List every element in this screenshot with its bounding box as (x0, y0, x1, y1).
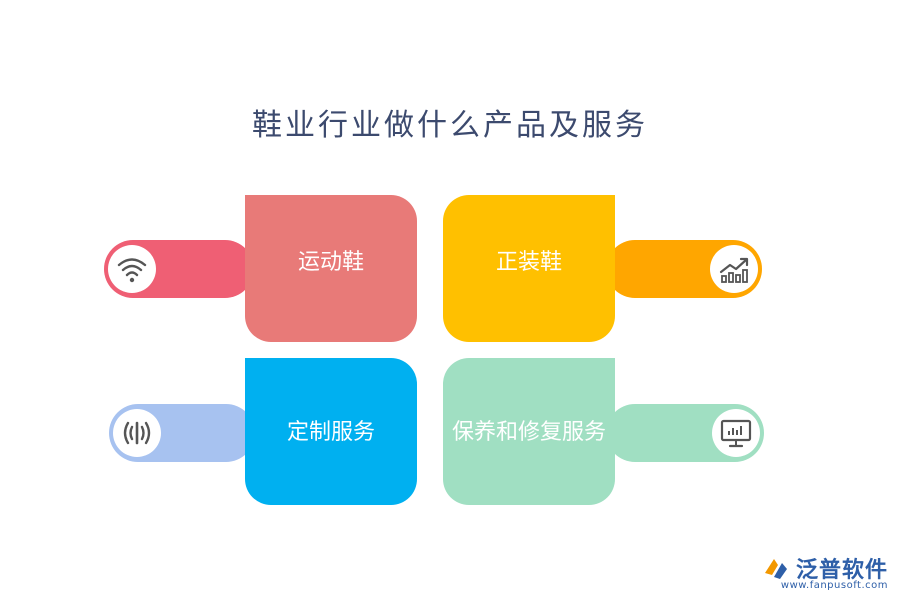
tile-label-sports-shoes: 运动鞋 (297, 249, 364, 275)
wifi-icon-circle (108, 245, 156, 293)
tile-dress-shoes: 正装鞋 (443, 195, 615, 342)
growth-chart-icon-circle (710, 245, 758, 293)
tile-maintenance-service: 保养和修复服务 (443, 358, 615, 505)
tile-label-maintenance-service: 保养和修复服务 (451, 419, 606, 445)
tile-label-dress-shoes: 正装鞋 (495, 249, 562, 275)
bar-maintenance-service (606, 404, 764, 462)
fanpu-logo-icon (764, 559, 787, 579)
bar-dress-shoes (606, 240, 762, 298)
tile-sports-shoes: 运动鞋 (245, 195, 417, 342)
brand-url: www.fanpusoft.com (780, 580, 888, 591)
bar-sports-shoes (104, 240, 254, 298)
brand-name: 泛普软件 (795, 558, 888, 583)
presentation-board-icon (720, 419, 752, 448)
presentation-board-icon-circle (712, 409, 760, 457)
wifi-icon (117, 258, 147, 283)
tile-custom-service: 定制服务 (245, 358, 417, 505)
signal-broadcast-icon (123, 421, 151, 445)
page-title: 鞋业行业做什么产品及服务 (252, 108, 648, 143)
brand-logo: 泛普软件 (762, 552, 888, 584)
bar-custom-service (109, 404, 255, 462)
tile-label-custom-service: 定制服务 (286, 419, 375, 445)
growth-chart-icon (719, 257, 749, 283)
signal-broadcast-icon-circle (113, 409, 161, 457)
